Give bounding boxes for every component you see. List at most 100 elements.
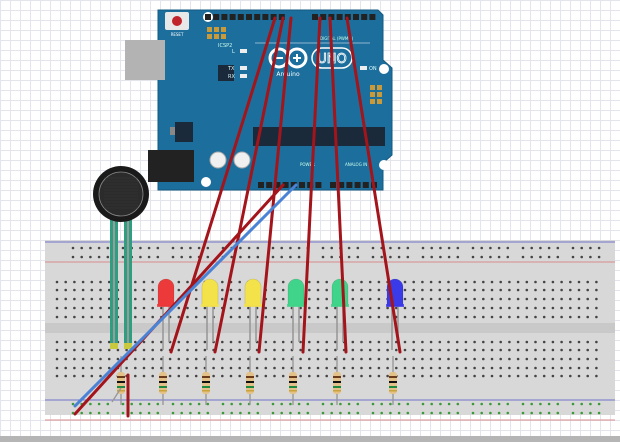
breadboard-hole (156, 246, 160, 250)
breadboard-hole (571, 246, 575, 250)
header-pin (361, 14, 368, 20)
breadboard-hole (281, 280, 285, 284)
breadboard-hole (325, 348, 329, 352)
breadboard-hole (560, 348, 563, 352)
breadboard-hole (142, 357, 146, 361)
breadboard-hole (473, 340, 476, 344)
breadboard-hole (156, 402, 160, 406)
breadboard-hole (577, 357, 581, 361)
breadboard-hole (171, 402, 175, 406)
breadboard-hole (351, 348, 355, 352)
breadboard-hole (73, 297, 76, 301)
breadboard-hole (107, 315, 111, 319)
breadboard-hole (90, 315, 94, 319)
breadboard-hole (589, 246, 592, 250)
breadboard-hole (455, 315, 459, 319)
breadboard-hole (595, 374, 598, 378)
icsp-pin (377, 99, 382, 104)
breadboard-hole (142, 366, 146, 370)
breadboard-hole (499, 315, 503, 319)
breadboard-hole (289, 255, 292, 259)
breadboard-hole (229, 348, 233, 352)
breadboard-hole (271, 246, 275, 250)
breadboard-hole (506, 402, 510, 406)
breadboard-hole (297, 255, 301, 259)
breadboard-hole (542, 357, 546, 361)
breadboard-hole (547, 246, 551, 250)
breadboard-hole (371, 411, 375, 415)
breadboard-hole (542, 374, 546, 378)
breadboard-hole (586, 340, 589, 344)
force-sensor[interactable] (93, 166, 149, 349)
breadboard-hole (471, 411, 475, 415)
breadboard-hole (551, 366, 555, 370)
resistor (289, 356, 297, 405)
header-pin (328, 14, 335, 20)
breadboard-hole (421, 411, 425, 415)
breadboard-hole (530, 255, 533, 259)
breadboard-hole (490, 315, 494, 319)
breadboard-hole (356, 411, 360, 415)
breadboard-hole (551, 374, 555, 378)
header-pin (274, 182, 281, 188)
breadboard-hole (299, 315, 302, 319)
breadboard-hole (371, 255, 375, 259)
breadboard-hole (238, 340, 241, 344)
breadboard-hole (273, 288, 276, 292)
breadboard-hole (281, 374, 285, 378)
breadboard-hole (264, 306, 268, 310)
breadboard-hole (534, 315, 537, 319)
breadboard-hole (71, 255, 75, 259)
breadboard-hole (73, 374, 76, 378)
breadboard-hole (429, 366, 433, 370)
breadboard-hole (308, 366, 311, 370)
breadboard-hole (580, 402, 583, 406)
breadboard-hole (586, 306, 589, 310)
breadboard-hole (177, 348, 181, 352)
breadboard-hole (412, 348, 416, 352)
breadboard-hole (238, 306, 241, 310)
reset-button-cap[interactable] (172, 16, 182, 26)
breadboard-hole (377, 366, 381, 370)
brand-label: Arduino (276, 71, 300, 78)
breadboard-hole (289, 411, 292, 415)
breadboard-hole (447, 366, 450, 370)
led-tx (240, 66, 247, 70)
breadboard-hole (168, 374, 172, 378)
breadboard-hole (569, 340, 572, 344)
arduino-uno[interactable]: RESET ICSP2 L TX RX ON UNO Arduino DIGIT… (125, 9, 393, 191)
breadboard-hole (580, 246, 583, 250)
breadboard-hole (539, 246, 542, 250)
breadboard-hole (230, 255, 233, 259)
breadboard-hole (497, 411, 501, 415)
breadboard-hole (455, 357, 459, 361)
breadboard-hole (81, 366, 85, 370)
breadboard-hole (403, 366, 407, 370)
header-pin (213, 14, 220, 20)
breadboard-hole (297, 411, 301, 415)
breadboard-hole (595, 297, 598, 301)
breadboard-hole (121, 402, 125, 406)
breadboard-hole (325, 288, 329, 292)
header-pin (353, 14, 359, 20)
icsp-pin (377, 85, 382, 90)
breadboard-hole (499, 280, 503, 284)
breadboard-hole (347, 255, 351, 259)
breadboard-hole (439, 402, 442, 406)
breadboard-hole (186, 348, 189, 352)
breadboard-hole (125, 366, 128, 370)
voltage-regulator (175, 122, 193, 142)
breadboard-hole (421, 306, 424, 310)
breadboard-hole (421, 246, 425, 250)
breadboard-hole (438, 297, 442, 301)
breadboard-hole (229, 297, 233, 301)
breadboard-hole (160, 357, 163, 361)
breadboard-hole (134, 306, 137, 310)
breadboard-hole (412, 340, 416, 344)
breadboard-hole (464, 357, 468, 361)
breadboard-hole (273, 366, 276, 370)
breadboard-hole (377, 288, 381, 292)
breadboard-hole (560, 288, 563, 292)
breadboard-hole (586, 288, 589, 292)
breadboard-hole (89, 255, 92, 259)
